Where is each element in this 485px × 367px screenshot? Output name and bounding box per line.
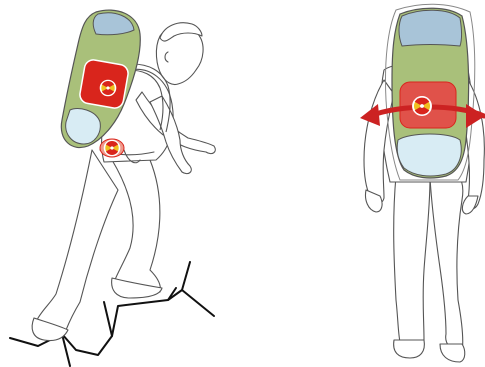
rear-center-of-gravity-icon [413,97,431,115]
rear-backpack-bottom-pocket [397,134,461,176]
rear-backpack-top-pocket [399,10,462,46]
rear-view-hiker-figure [360,4,485,362]
climbing-hiker-figure [10,10,215,366]
pack-center-of-gravity-icon [101,81,116,96]
rear-view-backpack [392,8,469,178]
hip-center-of-gravity [100,139,124,157]
body-center-of-gravity-icon [105,141,120,156]
